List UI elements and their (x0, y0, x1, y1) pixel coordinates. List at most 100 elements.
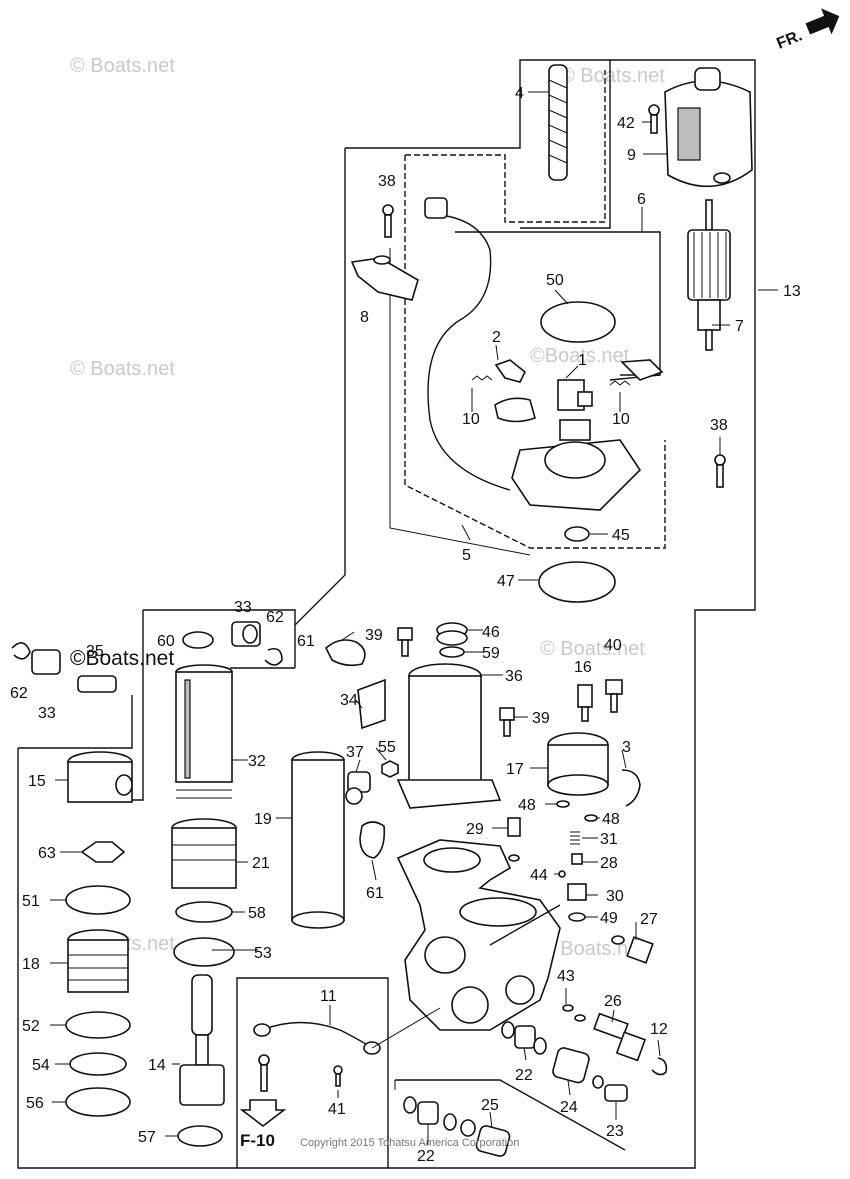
part-28-ball (571, 853, 583, 865)
callout: 38 (710, 417, 728, 434)
callout: 27 (640, 911, 658, 928)
callout: 62 (266, 609, 284, 626)
leader-lines (50, 91, 778, 1151)
callout: 50 (546, 272, 564, 289)
callout: 17 (506, 761, 524, 778)
part-1-terminal (557, 379, 593, 411)
callout: 58 (248, 905, 266, 922)
part-47-o-ring (538, 561, 616, 603)
part-54-o-ring (69, 1052, 127, 1076)
part-14-rod (179, 974, 225, 1106)
callout: 34 (340, 692, 358, 709)
part-58-o-ring (175, 901, 233, 923)
part-55-nut (381, 760, 399, 778)
callout: 29 (466, 821, 484, 838)
watermark: © Boats.net (560, 65, 665, 87)
callout: 22 (417, 1148, 435, 1165)
callout: 13 (783, 283, 801, 300)
part-29-plug (507, 817, 521, 862)
part-57-o-ring (177, 1125, 223, 1147)
big-watermark: ©Boats.net (70, 647, 174, 670)
part-35-pin (77, 675, 117, 693)
front-direction-arrow: FR. (774, 8, 840, 53)
callout: 40 (604, 637, 622, 654)
part-3-hose (621, 769, 641, 807)
part-45-seal (564, 526, 590, 542)
part-40-bolt (605, 679, 623, 713)
callout: 28 (600, 855, 618, 872)
callout: 53 (254, 945, 272, 962)
part-18-cap (67, 929, 129, 993)
part-30-plug (567, 883, 587, 901)
callout: 46 (482, 624, 500, 641)
callout: 43 (557, 968, 575, 985)
part-23-valve (592, 1075, 628, 1102)
callout: 38 (378, 173, 396, 190)
copyright-text: Copyright 2015 Tohatsu America Corporati… (300, 1137, 519, 1149)
part-32-cylinder (175, 664, 233, 799)
part-53-o-ring (173, 937, 235, 967)
callout: 56 (26, 1095, 44, 1112)
wire-harness (424, 197, 511, 491)
callout: 44 (530, 867, 548, 884)
part-12-clip (651, 1057, 668, 1076)
part-2-brush-holder (471, 359, 527, 383)
callout: 9 (627, 147, 636, 164)
part-59-o-ring (439, 646, 465, 658)
part-62-clip (264, 647, 283, 666)
part-17-valve-body (547, 732, 609, 796)
callout: 61 (366, 885, 384, 902)
part-4-shaft (548, 64, 568, 181)
part-50-o-ring (540, 301, 616, 343)
callout: 19 (254, 811, 272, 828)
callout: 61 (297, 633, 315, 650)
part-46-seal (436, 622, 468, 646)
watermark: © Boats.net (70, 358, 175, 380)
callout: 35 (86, 643, 104, 660)
pump-body (396, 839, 561, 1031)
part-11-ground-cable (253, 1021, 381, 1055)
callout: 23 (606, 1123, 624, 1140)
part-27-valve (611, 935, 654, 964)
callout: 14 (148, 1057, 166, 1074)
callout-labels: 4 42 9 6 13 7 38 8 50 2 1 10 10 38 45 5 … (10, 85, 801, 1165)
watermark: ©Boats.net (530, 345, 630, 367)
callout: 5 (462, 547, 471, 564)
reference-f10: F-10 (240, 1131, 275, 1150)
part-48-o-ring-b (584, 814, 598, 822)
callout: 4 (515, 85, 524, 102)
callout: 33 (38, 705, 56, 722)
callout: 8 (360, 309, 369, 326)
part-43-o-ring (562, 1004, 574, 1012)
callout: 22 (515, 1067, 533, 1084)
callout: 47 (497, 573, 515, 590)
part-49-o-ring (568, 912, 586, 922)
part-42-screw (648, 104, 660, 134)
motor-base (511, 419, 642, 511)
callout: 15 (28, 773, 46, 790)
part-22-sleeve-b (403, 1096, 457, 1131)
callout: 16 (574, 659, 592, 676)
part-19-tube (291, 751, 345, 929)
callout: 59 (482, 645, 500, 662)
part-48-o-ring (556, 800, 570, 808)
part-31-spring (570, 831, 580, 845)
callout: 18 (22, 956, 40, 973)
part-bolt-f10 (258, 1054, 270, 1092)
callout: 63 (38, 845, 56, 862)
callout: 10 (612, 411, 630, 428)
part-10-spring-b (609, 359, 664, 386)
part-52-o-ring (65, 1011, 131, 1039)
part-39-bolt (397, 627, 413, 657)
callout: 54 (32, 1057, 50, 1074)
callout: 6 (637, 191, 646, 208)
callout: 12 (650, 1021, 668, 1038)
fr-label: FR. (774, 27, 804, 52)
callout: 52 (22, 1018, 40, 1035)
part-61-clamp-b (359, 821, 386, 859)
callout: 57 (138, 1129, 156, 1146)
arrow-icon (805, 8, 840, 35)
watermark: © Boats.net (70, 55, 175, 77)
part-38-bolt-b (714, 454, 726, 488)
